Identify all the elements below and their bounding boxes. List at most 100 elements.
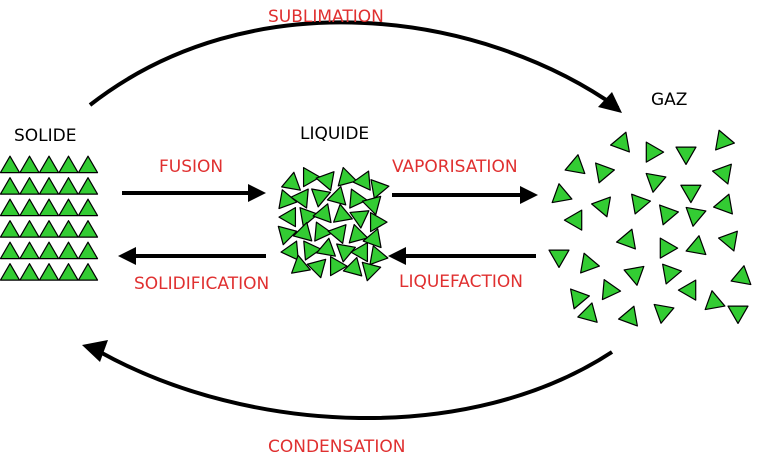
gas-particle: [577, 302, 598, 323]
vaporisation-arrowhead: [520, 186, 538, 204]
liquid-particle: [291, 254, 311, 274]
gas-particle: [715, 129, 736, 151]
liquid-particles: [277, 166, 390, 282]
fusion-arrowhead: [248, 184, 266, 202]
gas-particle: [609, 131, 630, 153]
solid-particle: [77, 263, 99, 281]
liquid-particle: [303, 240, 322, 261]
solid-particle: [58, 198, 79, 217]
condensation-label: CONDENSATION: [268, 437, 406, 457]
gas-particle: [685, 235, 707, 256]
solid-particle: [0, 198, 21, 217]
liquid-particle: [302, 166, 321, 188]
gas-particles: [548, 129, 752, 327]
liquid-particle: [299, 207, 319, 227]
solidification-arrowhead: [118, 247, 136, 265]
solid-particle: [58, 263, 79, 281]
liquid-particle: [312, 203, 332, 224]
solid-particle: [58, 155, 79, 174]
liquid-particle: [278, 189, 298, 210]
gas-particle: [677, 279, 697, 301]
solid-particle: [77, 177, 99, 195]
condensation-arrowhead: [82, 340, 108, 362]
solid-particle: [19, 198, 40, 217]
solid-particle: [77, 155, 99, 174]
gas-particle: [590, 196, 611, 218]
liquid-particle: [281, 171, 301, 191]
gas-particle: [623, 265, 645, 286]
solid-particle: [58, 177, 79, 195]
solid-particle: [58, 241, 79, 260]
liquid-particle: [311, 188, 331, 208]
solid-particle: [38, 198, 60, 217]
solid-particle: [0, 155, 21, 174]
gas-particle: [717, 230, 738, 252]
liquid-particle: [326, 185, 347, 206]
condensation-arrow: [99, 350, 614, 420]
gas-particle: [659, 237, 679, 259]
sublimation-label: SUBLIMATION: [268, 7, 384, 27]
liquefaction-arrowhead: [388, 247, 406, 265]
solid-particle: [19, 263, 40, 281]
gas-particle: [704, 290, 726, 311]
liquid-particle: [316, 237, 336, 257]
gas-particle: [580, 252, 601, 274]
gas-particle: [617, 305, 638, 327]
gas-particle: [712, 193, 733, 215]
solid-particle: [19, 241, 40, 260]
solid-particles: [0, 155, 99, 281]
liquid-particle: [314, 221, 333, 242]
gas-particle: [563, 209, 583, 231]
vaporisation-label: VAPORISATION: [392, 157, 518, 177]
gas-particle: [601, 279, 622, 301]
gas-particle: [570, 288, 591, 310]
gas-particle: [685, 206, 707, 227]
solid-state-label: SOLIDE: [14, 126, 77, 146]
liquid-particle: [349, 188, 368, 209]
gas-particle: [564, 154, 586, 175]
liquid-particle: [333, 203, 353, 223]
liquid-particle: [352, 170, 371, 191]
liquid-particle: [342, 256, 363, 277]
liquid-particle: [280, 240, 299, 261]
liquid-particle: [362, 228, 382, 249]
gas-particle: [675, 146, 697, 166]
solid-particle: [0, 177, 21, 195]
gas-particle: [595, 162, 616, 184]
sublimation-arrow: [88, 20, 620, 110]
sublimation-arrowhead: [598, 92, 622, 113]
solid-particle: [0, 241, 21, 260]
solid-particle: [38, 220, 60, 238]
gas-particle: [730, 265, 752, 286]
solid-particle: [0, 220, 21, 238]
gas-particle: [645, 141, 665, 163]
liquid-particle: [369, 245, 389, 266]
liquid-particle: [348, 223, 369, 244]
liquid-particle: [361, 261, 382, 282]
solid-particle: [38, 263, 60, 281]
solid-particle: [38, 177, 60, 195]
solid-particle: [0, 263, 21, 281]
liquid-particle: [350, 241, 369, 263]
solid-particle: [58, 220, 79, 238]
gas-particle: [645, 172, 667, 193]
solid-particle: [77, 241, 99, 260]
liquid-particle: [306, 258, 327, 279]
liquid-particle: [349, 210, 370, 229]
solid-particle: [38, 241, 60, 260]
liquid-particle: [277, 225, 298, 246]
liquid-particle: [278, 206, 297, 228]
gas-particle: [680, 184, 702, 204]
liquid-particle: [315, 171, 335, 191]
solid-particle: [77, 220, 99, 238]
liquid-particle: [370, 179, 390, 199]
liquid-particle: [292, 221, 313, 242]
liquid-particle: [337, 166, 358, 187]
liquefaction-label: LIQUEFACTION: [399, 272, 523, 292]
liquid-particle: [336, 243, 356, 263]
gas-particle: [727, 305, 749, 325]
gas-particle: [653, 303, 675, 324]
fusion-label: FUSION: [159, 157, 224, 177]
gas-state-label: GAZ: [651, 90, 688, 110]
